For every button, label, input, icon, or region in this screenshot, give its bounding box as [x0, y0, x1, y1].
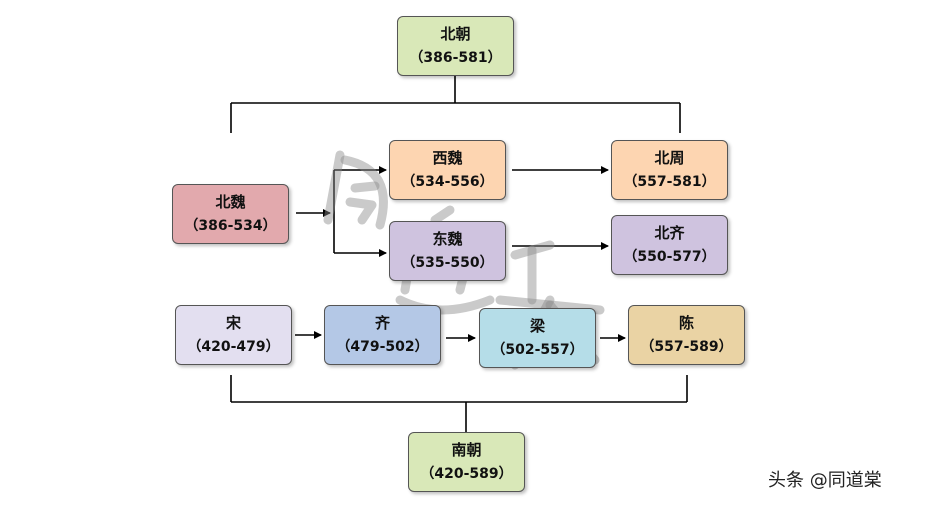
node-beizhou-years: （557-581） — [623, 174, 716, 190]
node-liang-name: 梁 — [529, 317, 545, 335]
node-beiwei: 北魏 （386-534） — [172, 184, 289, 244]
source-label: 头条 @同道棠 — [768, 470, 882, 491]
node-beizhou-name: 北周 — [654, 149, 685, 167]
node-song: 宋 （420-479） — [175, 305, 292, 365]
node-xiwei-years: （534-556） — [401, 174, 494, 190]
node-dongwei-years: （535-550） — [401, 255, 494, 271]
node-chen-name: 陈 — [678, 314, 694, 332]
node-qi-years: （479-502） — [336, 339, 429, 355]
node-dongwei: 东魏 （535-550） — [389, 221, 506, 281]
node-beichao: 北朝 （386-581） — [397, 16, 514, 76]
node-beichao-years: （386-581） — [409, 50, 502, 66]
node-beiwei-years: （386-534） — [184, 218, 277, 234]
node-liang-years: （502-557） — [491, 342, 584, 358]
node-nanchao-years: （420-589） — [420, 466, 513, 482]
node-chen-years: （557-589） — [640, 339, 733, 355]
node-song-years: （420-479） — [187, 339, 280, 355]
node-dongwei-name: 东魏 — [432, 230, 463, 248]
node-qi: 齐 （479-502） — [324, 305, 441, 365]
node-beichao-name: 北朝 — [440, 25, 471, 43]
node-chen: 陈 （557-589） — [628, 305, 745, 365]
node-beiqi-years: （550-577） — [623, 249, 716, 265]
node-beiwei-name: 北魏 — [215, 193, 246, 211]
node-beizhou: 北周 （557-581） — [611, 140, 728, 200]
node-beiqi: 北齐 （550-577） — [611, 215, 728, 275]
node-liang: 梁 （502-557） — [479, 308, 596, 368]
node-qi-name: 齐 — [374, 314, 390, 332]
node-xiwei: 西魏 （534-556） — [389, 140, 506, 200]
node-xiwei-name: 西魏 — [432, 149, 463, 167]
node-beiqi-name: 北齐 — [654, 224, 685, 242]
node-nanchao: 南朝 （420-589） — [408, 432, 525, 492]
node-song-name: 宋 — [225, 314, 241, 332]
node-nanchao-name: 南朝 — [451, 441, 482, 459]
